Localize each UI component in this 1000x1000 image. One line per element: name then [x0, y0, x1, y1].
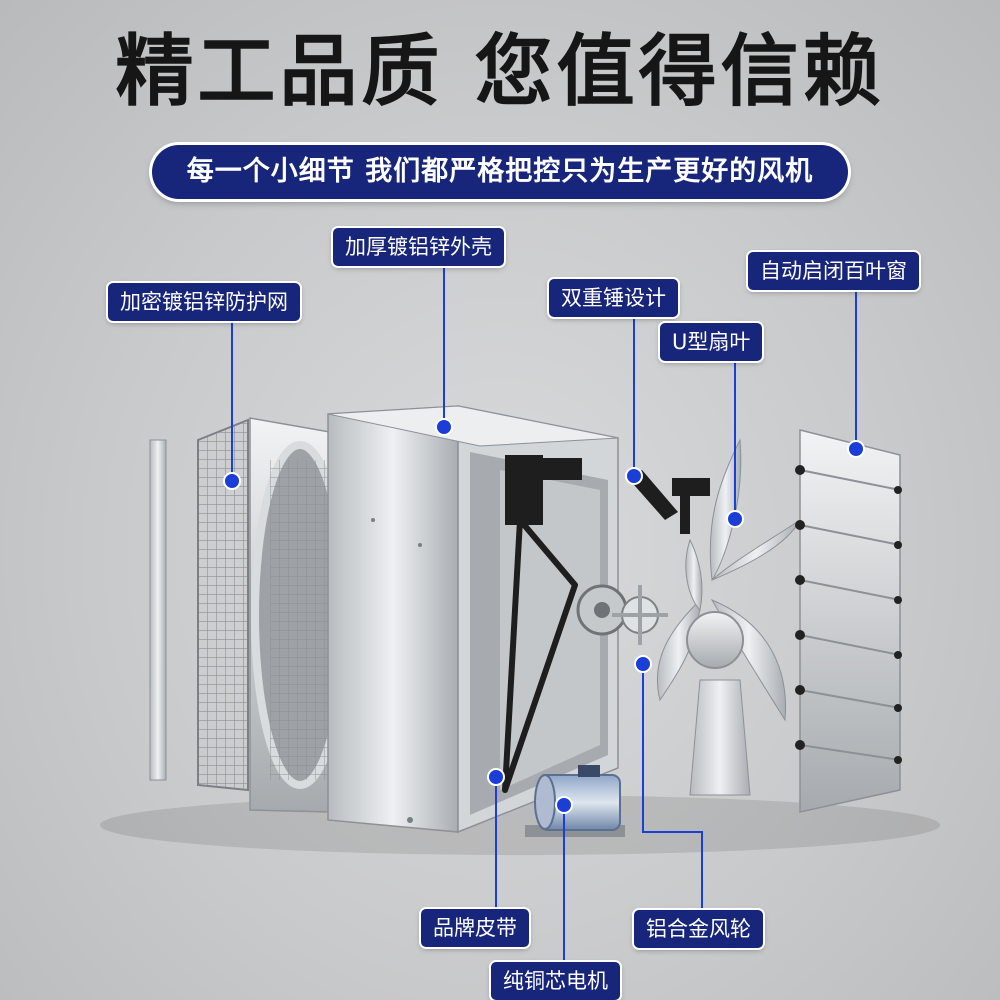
marker-wheel: [634, 655, 652, 673]
label-mesh: 加密镀铝锌防护网: [108, 283, 300, 321]
label-shell: 加厚镀铝锌外壳: [333, 228, 504, 266]
page-title: 精工品质 您值得信赖: [115, 27, 885, 117]
subtitle-banner: 每一个小细节 我们都严格把控只为生产更好的风机: [152, 145, 848, 199]
u-blade-fan: [656, 438, 802, 796]
louver-shutter: [795, 429, 902, 813]
side-frame-strip: [149, 439, 167, 781]
hammer-mechanism-right: [628, 470, 710, 534]
motor: [525, 765, 625, 837]
hammer-mechanism-left: [505, 455, 582, 525]
label-hammer: 双重锤设计: [549, 279, 678, 317]
wheel-hub: [612, 585, 668, 645]
callout-lines: [231, 262, 857, 962]
marker-blade: [726, 510, 744, 528]
marker-shell: [435, 418, 453, 436]
drive-belt: [502, 517, 578, 793]
pulley: [576, 584, 628, 636]
marker-mesh: [223, 472, 241, 490]
label-blade: U型扇叶: [660, 323, 763, 361]
protective-mesh: [197, 418, 249, 792]
label-motor: 纯铜芯电机: [491, 962, 620, 1000]
label-wheel: 铝合金风轮: [634, 910, 763, 948]
fan-housing: [327, 405, 619, 834]
marker-belt: [487, 768, 505, 786]
callout-markers: [223, 418, 865, 814]
label-louver: 自动启闭百叶窗: [748, 252, 919, 290]
marker-motor: [555, 796, 573, 814]
inlet-ring-panel: [249, 417, 349, 813]
marker-louver: [847, 440, 865, 458]
marker-hammer: [625, 467, 643, 485]
label-belt: 品牌皮带: [421, 909, 529, 947]
